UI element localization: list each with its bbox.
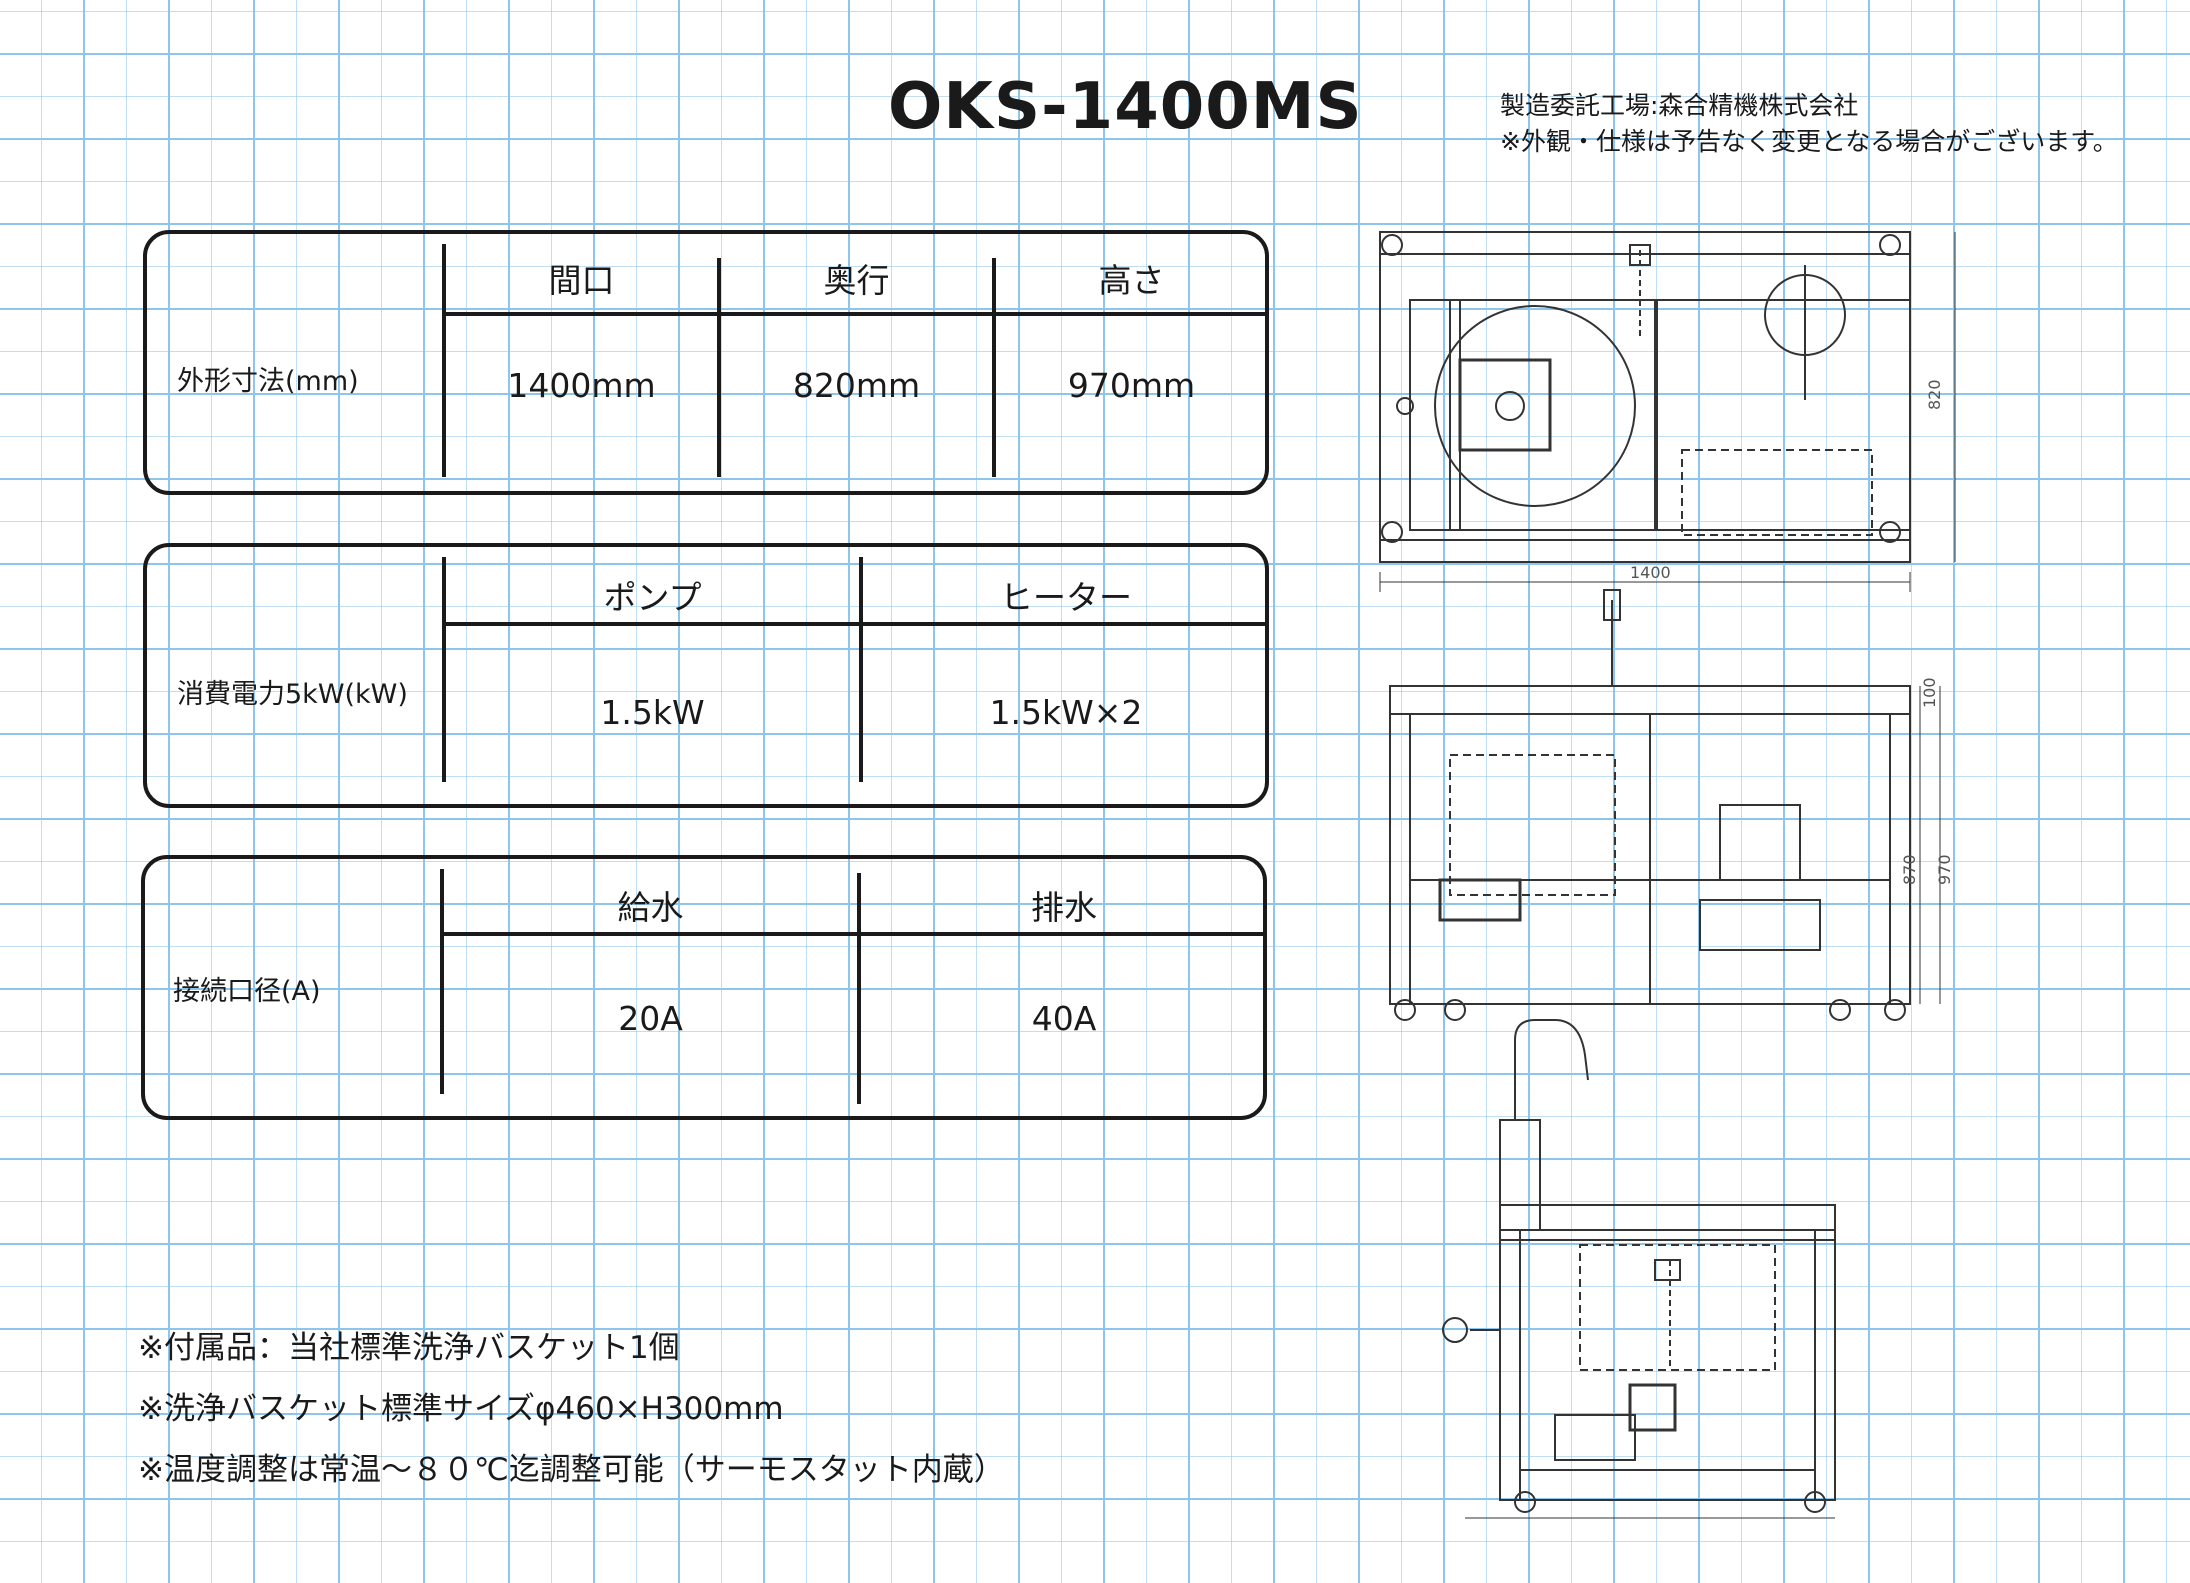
header-height: 高さ xyxy=(1098,261,1165,300)
note-accessory: ※付属品：当社標準洗浄バスケット1個 xyxy=(138,1330,680,1366)
dim-width: 1400 xyxy=(1630,563,1671,582)
header-depth: 奥行 xyxy=(823,261,890,300)
dim-mid-height: 870 xyxy=(1900,854,1919,885)
accessory-notes: ※付属品：当社標準洗浄バスケット1個 ※洗浄バスケット標準サイズφ460×H30… xyxy=(138,1318,1005,1501)
value-height: 970mm xyxy=(1067,366,1196,405)
front-view xyxy=(1389,589,1941,1021)
value-drain: 40A xyxy=(1031,999,1097,1038)
dim-top-height: 100 xyxy=(1920,677,1939,708)
spec-label: 接続口径(A) xyxy=(173,976,321,1007)
value-water-supply: 20A xyxy=(618,999,683,1038)
spec-label: 外形寸法(mm) xyxy=(177,366,359,397)
header-water-supply: 給水 xyxy=(617,888,684,927)
page-title: OKS-1400MS xyxy=(888,70,1363,144)
technical-drawing: 820 1400 100 870 970 xyxy=(1379,231,1956,1519)
disclaimer-note: ※外観・仕様は予告なく変更となる場合がございます。 xyxy=(1500,127,2118,156)
header-notes: 製造委託工場:森合精機株式会社 ※外観・仕様は予告なく変更となる場合がございます… xyxy=(1500,88,2118,160)
header-width: 間口 xyxy=(548,261,615,300)
plan-view xyxy=(1379,231,1956,592)
spec-dimensions: 外形寸法(mm) 間口 奥行 高さ 1400mm 820mm 970mm xyxy=(143,230,1269,495)
side-view xyxy=(1442,1019,1836,1519)
value-width: 1400mm xyxy=(507,366,656,405)
spec-power: 消費電力5kW(kW) ポンプ ヒーター 1.5kW 1.5kW×2 xyxy=(143,543,1269,808)
note-temperature: ※温度調整は常温～８０℃迄調整可能（サーモスタット内蔵） xyxy=(138,1452,1005,1488)
spec-connection: 接続口径(A) 給水 排水 20A 40A xyxy=(141,855,1267,1120)
value-pump: 1.5kW xyxy=(600,693,705,732)
spec-label: 消費電力5kW(kW) xyxy=(177,679,408,710)
dim-depth: 820 xyxy=(1925,379,1944,410)
header-pump: ポンプ xyxy=(603,578,702,617)
factory-note: 製造委託工場:森合精機株式会社 xyxy=(1500,91,1859,120)
header-drain: 排水 xyxy=(1031,888,1097,927)
header-heater: ヒーター xyxy=(1000,578,1132,617)
note-basket-size: ※洗浄バスケット標準サイズφ460×H300mm xyxy=(138,1391,784,1427)
dim-total-height: 970 xyxy=(1935,854,1954,885)
value-heater: 1.5kW×2 xyxy=(989,693,1143,732)
value-depth: 820mm xyxy=(792,366,921,405)
